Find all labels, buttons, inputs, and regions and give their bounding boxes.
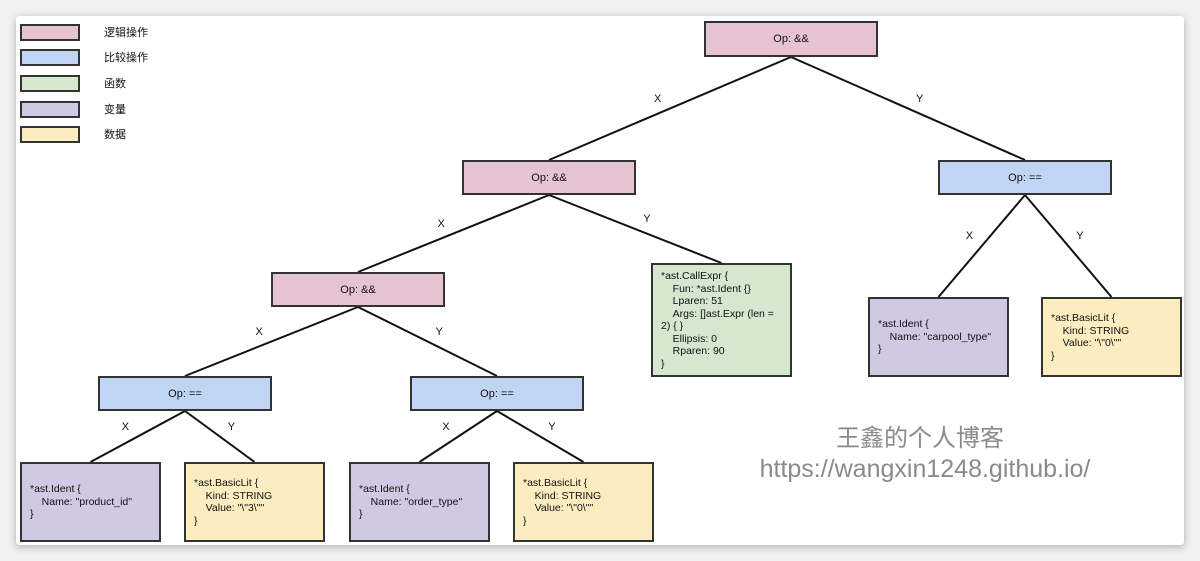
edge-label-y: Y — [643, 213, 651, 225]
legend-item-compare: 比较操作 — [20, 47, 148, 67]
node-label: Op: && — [340, 283, 376, 296]
watermark-url: https://wangxin1248.github.io/ — [759, 455, 1091, 483]
node-root-and: Op: && — [704, 21, 878, 57]
edge-and3-eq_mid — [357, 306, 498, 377]
node-code: *ast.BasicLit { Kind: STRING Value: "\"0… — [523, 477, 602, 527]
edge-label-y: Y — [548, 420, 556, 433]
edge-root-and2 — [548, 56, 792, 161]
legend-label-variable: 变量 — [104, 103, 126, 116]
legend-item-function: 函数 — [20, 73, 126, 93]
edge-label-x: X — [654, 92, 662, 105]
edge-eq_right-ident_carpool — [937, 194, 1026, 298]
node-code: *ast.BasicLit { Kind: STRING Value: "\"3… — [194, 477, 273, 527]
node-eq-order: Op: == — [410, 376, 584, 411]
edge-label-x: X — [965, 230, 974, 242]
legend-label-compare: 比较操作 — [104, 51, 148, 64]
node-code: *ast.Ident { Name: "product_id" } — [30, 483, 133, 521]
edge-label-x: X — [437, 217, 445, 230]
node-eq-carpool: Op: == — [938, 160, 1112, 195]
legend-item-data: 数据 — [20, 124, 126, 144]
edge-root-eq_right — [790, 56, 1026, 161]
edge-and2-and3 — [357, 194, 550, 273]
node-code: *ast.Ident { Name: "carpool_type" } — [878, 318, 992, 356]
edge-eq_right-lit_carpool — [1024, 194, 1113, 298]
node-basiclit-carpool: *ast.BasicLit { Kind: STRING Value: "\"0… — [1041, 297, 1182, 377]
node-and-level3: Op: && — [271, 272, 445, 307]
edge-eq_mid-ident_order — [418, 410, 498, 463]
legend-label-function: 函数 — [104, 77, 126, 90]
node-and-level2: Op: && — [462, 160, 636, 195]
edge-label-x: X — [121, 420, 130, 433]
edge-and3-eq_left — [184, 306, 359, 377]
node-call-expr: *ast.CallExpr { Fun: *ast.Ident {} Lpare… — [651, 263, 792, 377]
node-label: Op: && — [773, 33, 809, 45]
edge-label-y: Y — [435, 325, 443, 338]
node-ident-product-id: *ast.Ident { Name: "product_id" } — [20, 462, 161, 542]
legend-swatch-compare — [20, 48, 80, 66]
legend-item-logical: 逻辑操作 — [20, 22, 148, 42]
node-ident-order-type: *ast.Ident { Name: "order_type" } — [349, 462, 490, 542]
legend-label-data: 数据 — [104, 128, 126, 141]
edge-label-x: X — [255, 325, 263, 338]
node-label: Op: == — [168, 387, 202, 400]
edge-eq_mid-lit_order — [496, 410, 585, 463]
node-label: Op: == — [480, 387, 514, 400]
edge-label-x: X — [442, 420, 450, 433]
legend-label-logical: 逻辑操作 — [104, 26, 148, 39]
node-code: *ast.CallExpr { Fun: *ast.Ident {} Lpare… — [661, 270, 774, 370]
node-code: *ast.Ident { Name: "order_type" } — [359, 483, 463, 521]
legend-swatch-data — [20, 125, 80, 143]
node-eq-product: Op: == — [98, 376, 272, 411]
node-label: Op: && — [531, 171, 567, 184]
edge-label-y: Y — [227, 420, 236, 433]
legend-swatch-function — [20, 74, 80, 92]
legend-swatch-logical — [20, 23, 80, 41]
node-basiclit-product: *ast.BasicLit { Kind: STRING Value: "\"3… — [184, 462, 325, 542]
watermark-title: 王鑫的个人博客 — [836, 424, 1004, 452]
edge-eq_left-ident_product — [90, 410, 186, 463]
edge-label-y: Y — [916, 92, 924, 105]
edge-label-y: Y — [1076, 230, 1084, 242]
legend-swatch-variable — [20, 100, 80, 118]
node-ident-carpool-type: *ast.Ident { Name: "carpool_type" } — [868, 297, 1009, 377]
legend-item-variable: 变量 — [20, 99, 126, 119]
node-basiclit-order: *ast.BasicLit { Kind: STRING Value: "\"0… — [513, 462, 654, 542]
node-code: *ast.BasicLit { Kind: STRING Value: "\"0… — [1051, 312, 1130, 362]
edge-eq_left-lit_product — [184, 410, 256, 463]
edge-and2-call — [548, 194, 722, 264]
node-label: Op: == — [1008, 171, 1042, 184]
diagram-canvas — [16, 16, 1184, 545]
